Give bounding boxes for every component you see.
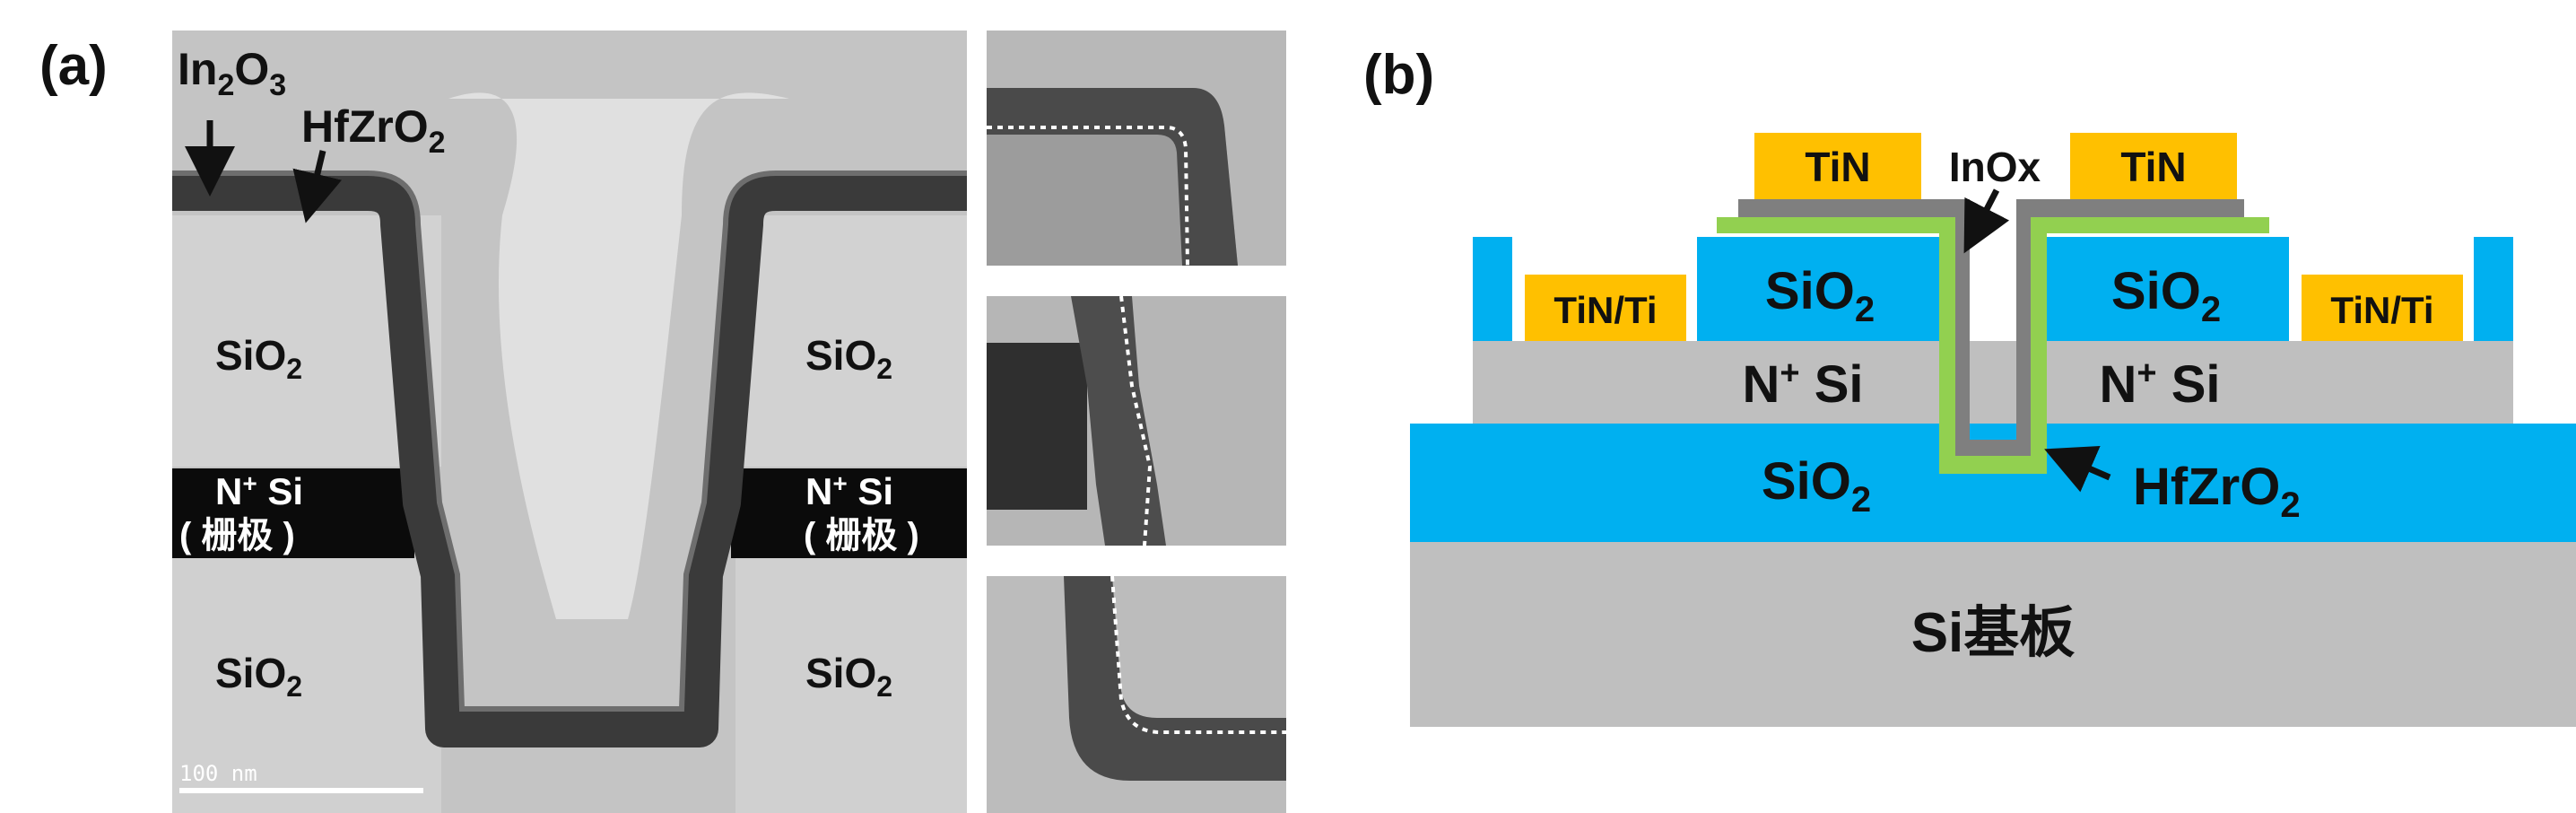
n-plus-si-layer bbox=[1473, 341, 2513, 424]
side-oxide-left bbox=[1473, 237, 1512, 341]
tin-label-right: TiN bbox=[2120, 144, 2186, 190]
tinti-label-left: TiN/Ti bbox=[1553, 289, 1657, 331]
tem-gate-label-right: N+ Si bbox=[805, 469, 893, 512]
nsi-label-left: N+ Si bbox=[1742, 354, 1863, 414]
tem-inset-top bbox=[987, 31, 1286, 266]
tem-gate-sublabel-right: ( 栅极 ) bbox=[804, 516, 919, 555]
substrate-label: Si基板 bbox=[1911, 602, 2076, 664]
scale-bar-label: 100 nm bbox=[179, 761, 257, 786]
nsi-label-right: N+ Si bbox=[2099, 354, 2220, 414]
inox-arrow bbox=[1970, 190, 1997, 242]
scale-bar bbox=[179, 788, 423, 793]
tem-gate-sublabel-left: ( 栅极 ) bbox=[179, 516, 295, 555]
hfzro2-label-b: HfZrO2 bbox=[2133, 458, 2301, 525]
side-oxide-right bbox=[2474, 237, 2513, 341]
tem-gate-label-left: N+ Si bbox=[215, 469, 303, 512]
tin-label-left: TiN bbox=[1805, 144, 1870, 190]
tem-inset-middle bbox=[987, 296, 1286, 546]
tinti-label-right: TiN/Ti bbox=[2330, 289, 2433, 331]
tem-inset-bottom bbox=[987, 576, 1286, 813]
inox-label: InOx bbox=[1949, 144, 2041, 190]
